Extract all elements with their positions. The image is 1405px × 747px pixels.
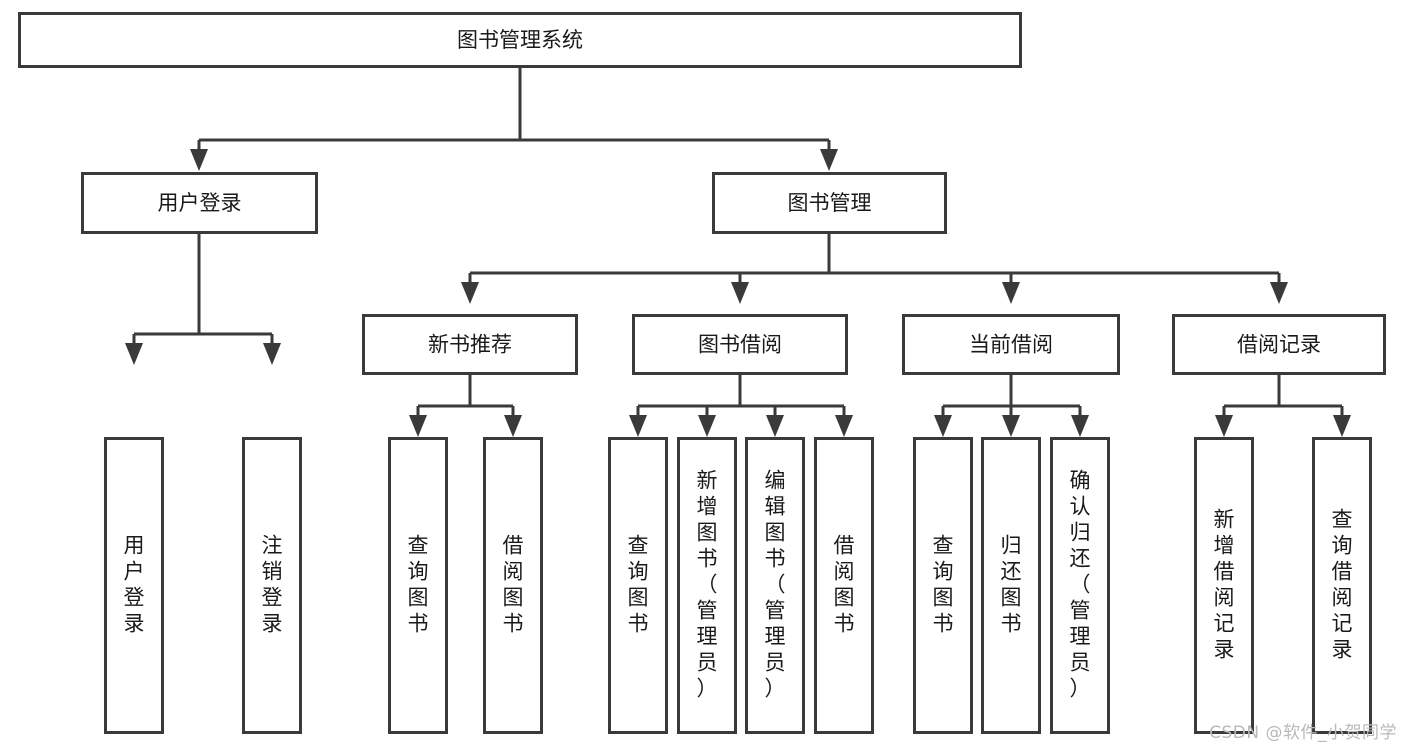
connector-book-mgmt-to-level2	[461, 234, 1288, 304]
node-box[interactable]	[1050, 437, 1110, 734]
node-leaf-bb-edit[interactable]: 编辑图书（管理员）	[745, 437, 805, 734]
node-leaf-cb-confirm[interactable]: 确认归还（管理员）	[1050, 437, 1110, 734]
node-leaf-bb-add[interactable]: 新增图书（管理员）	[677, 437, 737, 734]
node-label: 当前借阅	[969, 333, 1053, 357]
node-leaf-rc-query[interactable]: 查询借阅记录	[1312, 437, 1372, 734]
node-box[interactable]	[913, 437, 973, 734]
arrow-head-icon	[1270, 282, 1288, 304]
node-label: 用户登录	[124, 534, 145, 636]
node-leaf-cb-return[interactable]: 归还图书	[981, 437, 1041, 734]
arrow-head-icon	[190, 149, 208, 171]
node-box[interactable]	[483, 437, 543, 734]
node-label: 编辑图书（管理员）	[765, 469, 786, 701]
connector-new-book-to-leaves	[409, 375, 522, 437]
node-leaf-nb-query[interactable]: 查询图书	[388, 437, 448, 734]
arrow-head-icon	[125, 343, 143, 365]
node-l2-record[interactable]: 借阅记录	[1172, 314, 1386, 375]
node-l2-new-book[interactable]: 新书推荐	[362, 314, 578, 375]
node-layer: 图书管理系统用户登录图书管理新书推荐图书借阅当前借阅借阅记录用户登录注销登录查询…	[18, 12, 1386, 734]
node-box[interactable]	[81, 172, 318, 234]
arrow-head-icon	[731, 282, 749, 304]
node-label: 注销登录	[262, 534, 283, 636]
arrow-head-icon	[934, 415, 952, 437]
connector-borrow-to-leaves	[629, 375, 853, 437]
arrow-head-icon	[1333, 415, 1351, 437]
connector-current-to-leaves	[934, 375, 1089, 437]
arrow-head-icon	[263, 343, 281, 365]
node-box[interactable]	[104, 437, 164, 734]
connector-layer	[125, 68, 1351, 437]
node-label: 借阅记录	[1237, 333, 1321, 357]
node-label: 查询图书	[408, 534, 429, 636]
arrow-head-icon	[1215, 415, 1233, 437]
node-box[interactable]	[677, 437, 737, 734]
node-box[interactable]	[1312, 437, 1372, 734]
arrow-head-icon	[504, 415, 522, 437]
node-l1-book-mgmt[interactable]: 图书管理	[712, 172, 947, 234]
node-label: 新增图书（管理员）	[697, 469, 718, 701]
csdn-watermark: CSDN @软件_小贺同学	[1209, 723, 1397, 743]
node-label: 新增借阅记录	[1214, 508, 1235, 662]
connector-root-to-level1-bus	[190, 68, 838, 171]
node-label: 归还图书	[1001, 534, 1022, 636]
node-label: 图书管理系统	[457, 28, 583, 52]
arrow-head-icon	[1002, 415, 1020, 437]
node-box[interactable]	[902, 314, 1120, 375]
node-leaf-rc-add[interactable]: 新增借阅记录	[1194, 437, 1254, 734]
node-l2-current[interactable]: 当前借阅	[902, 314, 1120, 375]
node-label: 查询图书	[628, 534, 649, 636]
node-l2-borrow[interactable]: 图书借阅	[632, 314, 848, 375]
node-box[interactable]	[608, 437, 668, 734]
node-label: 借阅图书	[503, 534, 524, 636]
node-box[interactable]	[632, 314, 848, 375]
node-box[interactable]	[981, 437, 1041, 734]
node-leaf-logout[interactable]: 注销登录	[242, 437, 302, 734]
node-label: 新书推荐	[428, 333, 512, 357]
node-label: 借阅图书	[834, 534, 855, 636]
node-label: 用户登录	[158, 191, 242, 215]
node-label: 确认归还（管理员）	[1070, 469, 1091, 701]
node-l1-user-login[interactable]: 用户登录	[81, 172, 318, 234]
connector-user-login-to-leaves	[125, 234, 281, 365]
node-label: 查询借阅记录	[1332, 508, 1353, 662]
node-box[interactable]	[1172, 314, 1386, 375]
arrow-head-icon	[766, 415, 784, 437]
node-box[interactable]	[712, 172, 947, 234]
arrow-head-icon	[461, 282, 479, 304]
node-leaf-bb-borrow[interactable]: 借阅图书	[814, 437, 874, 734]
node-box[interactable]	[362, 314, 578, 375]
arrow-head-icon	[1002, 282, 1020, 304]
node-box[interactable]	[388, 437, 448, 734]
arrow-head-icon	[835, 415, 853, 437]
node-leaf-nb-borrow[interactable]: 借阅图书	[483, 437, 543, 734]
node-leaf-user-login[interactable]: 用户登录	[104, 437, 164, 734]
node-leaf-cb-query[interactable]: 查询图书	[913, 437, 973, 734]
connector-record-to-leaves	[1215, 375, 1351, 437]
node-root[interactable]: 图书管理系统	[18, 12, 1022, 68]
node-box[interactable]	[1194, 437, 1254, 734]
arrow-head-icon	[629, 415, 647, 437]
arrow-head-icon	[820, 149, 838, 171]
node-box[interactable]	[18, 12, 1022, 68]
node-label: 图书管理	[788, 191, 872, 215]
arrow-head-icon	[1071, 415, 1089, 437]
arrow-head-icon	[409, 415, 427, 437]
arrow-head-icon	[698, 415, 716, 437]
node-label: 查询图书	[933, 534, 954, 636]
node-leaf-bb-query[interactable]: 查询图书	[608, 437, 668, 734]
node-label: 图书借阅	[698, 333, 782, 357]
node-box[interactable]	[814, 437, 874, 734]
node-box[interactable]	[745, 437, 805, 734]
node-box[interactable]	[242, 437, 302, 734]
